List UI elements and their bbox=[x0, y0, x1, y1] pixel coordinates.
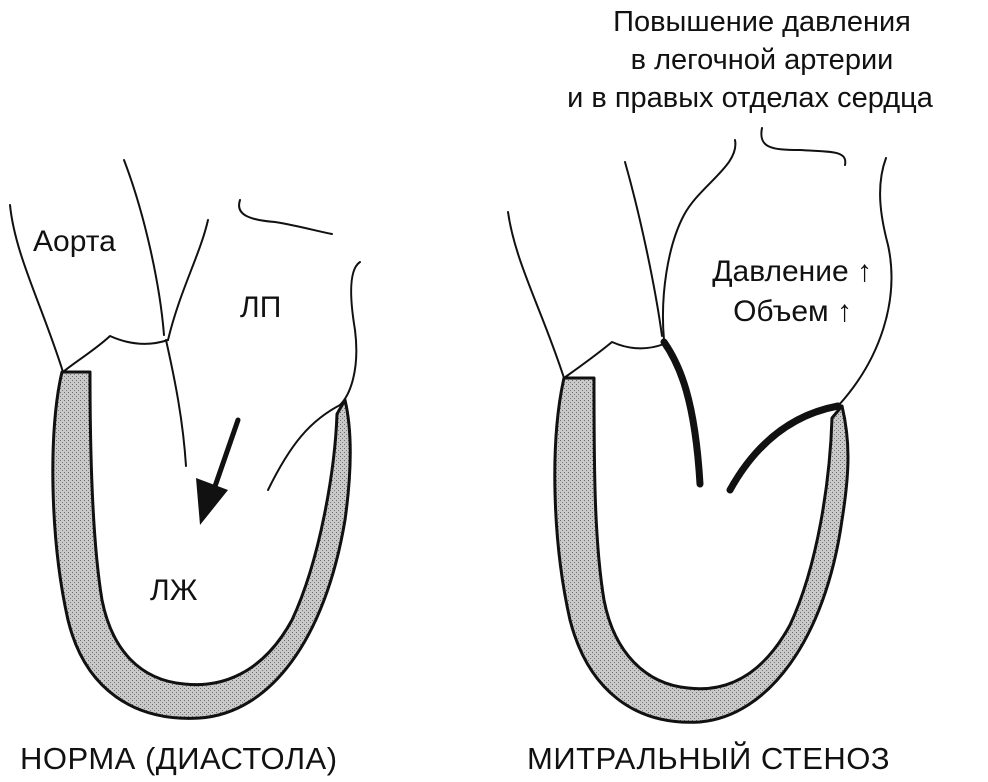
left-ventricle-label: ЛЖ bbox=[150, 574, 198, 607]
aorta-wall bbox=[9, 204, 64, 373]
enlarged-left-atrium-wall bbox=[661, 139, 737, 341]
normal-caption: НОРМА (ДИАСТОЛА) bbox=[20, 741, 338, 776]
left-atrium-wall-left bbox=[167, 219, 209, 341]
posterior-leaflet bbox=[267, 403, 343, 491]
aortic-valve bbox=[62, 335, 169, 373]
left-ventricle-wall bbox=[51, 370, 352, 720]
stenotic-posterior-leaflet bbox=[726, 402, 842, 494]
pulmonary-vessel-top bbox=[760, 127, 847, 166]
aorta-septum bbox=[123, 159, 165, 336]
anterior-leaflet bbox=[165, 339, 187, 467]
pulmonary-pressure-header-line-2: в легочной артерии bbox=[631, 44, 894, 76]
stenosis-aortic-valve bbox=[563, 341, 665, 379]
left-atrium-top bbox=[238, 199, 333, 235]
pressure-increase-label: Давление ↑ bbox=[712, 255, 872, 288]
stenosis-aorta-wall bbox=[507, 211, 565, 379]
arrow-down-left-icon bbox=[196, 417, 241, 525]
stenotic-anterior-leaflet bbox=[660, 338, 704, 488]
stenosis-aorta-septum bbox=[624, 161, 663, 337]
enlarged-left-atrium-right bbox=[837, 157, 893, 407]
pulmonary-pressure-header-line-1: Повышение давления bbox=[613, 6, 911, 38]
aorta-label: Аорта bbox=[33, 225, 116, 258]
left-atrium-label: ЛП bbox=[240, 291, 281, 324]
stenosis-left-ventricle-wall bbox=[553, 376, 850, 724]
pulmonary-pressure-header-line-3: и в правых отделах сердца bbox=[567, 82, 934, 114]
left-atrium-wall-right bbox=[339, 261, 361, 406]
normal-heart: Аорта ЛП ЛЖ НОРМА (ДИАСТОЛА) bbox=[9, 159, 361, 776]
stenosis-caption: МИТРАЛЬНЫЙ СТЕНОЗ bbox=[527, 740, 890, 776]
stenosis-heart: Повышение давления в легочной артерии и … bbox=[507, 6, 934, 776]
volume-increase-label: Объем ↑ bbox=[733, 295, 852, 328]
